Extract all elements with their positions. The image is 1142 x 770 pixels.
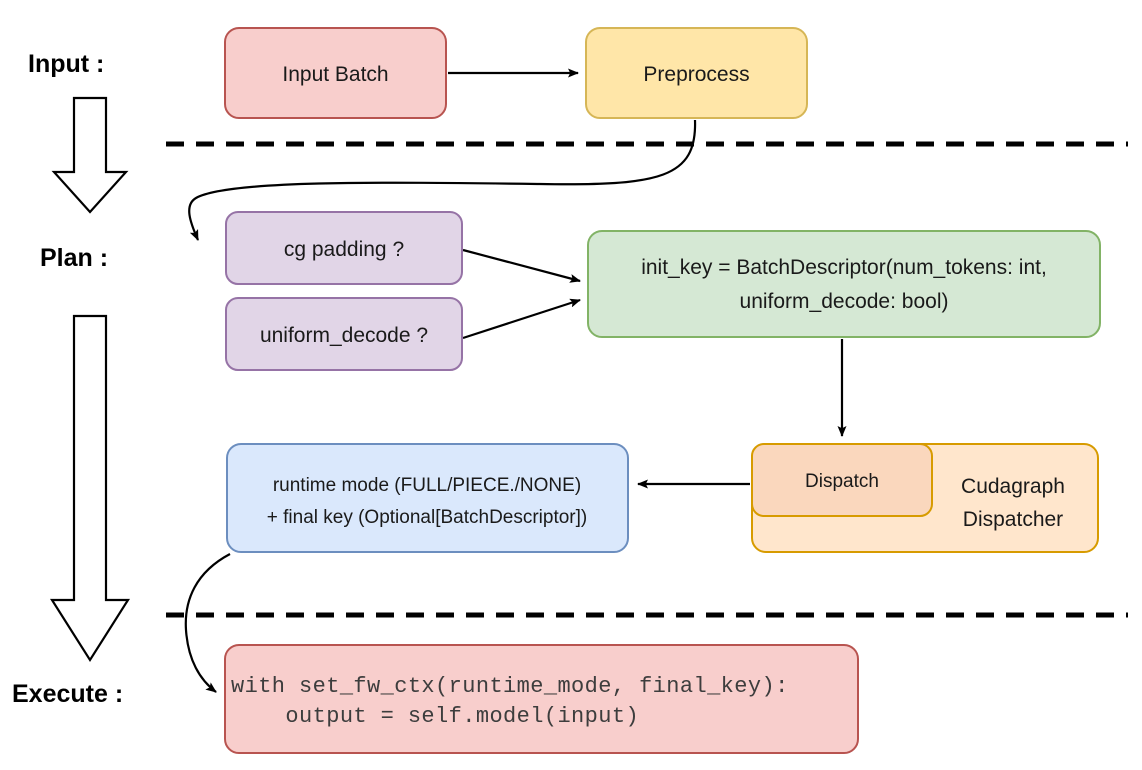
node-preprocess[interactable]: Preprocess xyxy=(585,27,808,119)
node-runtime-mode-box[interactable] xyxy=(226,443,629,553)
node-dispatch[interactable]: Dispatch xyxy=(751,443,933,517)
node-execute-code[interactable]: with set_fw_ctx(runtime_mode, final_key)… xyxy=(224,644,859,754)
node-execute-code-box[interactable] xyxy=(224,644,859,754)
node-execute-code-line2: output = self.model(input) xyxy=(231,704,639,729)
node-cg-padding-label: cg padding ? xyxy=(284,238,404,261)
node-execute-code-line1: with set_fw_ctx(runtime_mode, final_key)… xyxy=(231,674,789,699)
edge-cg-padding-to-init-key xyxy=(462,248,581,283)
node-cudagraph-dispatcher-label-line1: Cudagraph xyxy=(961,475,1065,498)
node-preprocess-label: Preprocess xyxy=(643,63,749,86)
stage-label-execute: Execute : xyxy=(12,680,123,708)
node-input-batch[interactable]: Input Batch xyxy=(224,27,447,119)
block-arrow-plan-to-execute xyxy=(50,314,130,663)
node-init-key-box[interactable] xyxy=(587,230,1101,338)
node-uniform-decode-box[interactable] xyxy=(225,297,463,371)
stage-label-input: Input : xyxy=(28,50,104,78)
edge-preprocess-to-cg-padding xyxy=(188,119,697,241)
node-dispatch-box[interactable] xyxy=(751,443,933,517)
node-preprocess-box[interactable] xyxy=(585,27,808,119)
stage-label-plan: Plan : xyxy=(40,244,108,272)
node-dispatch-label: Dispatch xyxy=(805,471,879,492)
node-init-key-label-line2: uniform_decode: bool) xyxy=(740,290,949,313)
node-input-batch-label: Input Batch xyxy=(282,63,388,86)
edge-uniform-decode-to-init-key xyxy=(462,298,581,340)
node-uniform-decode-label: uniform_decode ? xyxy=(260,324,428,347)
node-runtime-mode[interactable]: runtime mode (FULL/PIECE./NONE) + final … xyxy=(226,443,629,553)
node-init-key[interactable]: init_key = BatchDescriptor(num_tokens: i… xyxy=(587,230,1101,338)
block-arrow-input-to-plan xyxy=(51,96,129,214)
node-runtime-mode-label-line2: + final key (Optional[BatchDescriptor]) xyxy=(267,507,588,528)
node-cg-padding[interactable]: cg padding ? xyxy=(225,211,463,285)
node-cudagraph-dispatcher-label-line2: Dispatcher xyxy=(963,508,1063,531)
edge-runtime-mode-to-execute-code xyxy=(184,553,231,693)
node-input-batch-box[interactable] xyxy=(224,27,447,119)
node-uniform-decode[interactable]: uniform_decode ? xyxy=(225,297,463,371)
node-init-key-label-line1: init_key = BatchDescriptor(num_tokens: i… xyxy=(641,256,1047,279)
node-runtime-mode-label-line1: runtime mode (FULL/PIECE./NONE) xyxy=(273,475,581,496)
node-cg-padding-box[interactable] xyxy=(225,211,463,285)
